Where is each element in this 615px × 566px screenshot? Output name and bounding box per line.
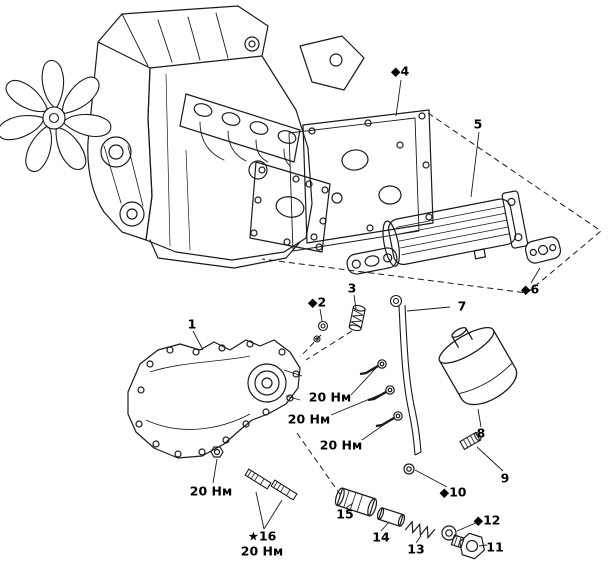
callout-5: 5	[473, 116, 483, 132]
torque-label-nozzle-middle: 20 Нм	[287, 411, 331, 427]
fan-drawing	[0, 59, 114, 176]
explode-plane-dashes	[261, 112, 602, 498]
callout-3: 3	[347, 280, 357, 296]
relief-valve-sleeve-drawing	[334, 487, 378, 517]
oil-cooler-drawing	[346, 190, 529, 275]
dipstick-drawing	[389, 294, 422, 456]
callout-6: ◆6	[520, 281, 540, 297]
callout-11: 11	[486, 539, 504, 555]
callout-10: ◆10	[439, 484, 467, 500]
callout-13: 13	[407, 541, 425, 557]
callout-7: 7	[457, 298, 467, 314]
check-valve-drawing	[348, 304, 366, 332]
callout-1: 1	[187, 316, 197, 332]
washer-part-drawing	[313, 320, 329, 343]
torque-label-cover-nut: 20 Нм	[189, 483, 233, 499]
small-gaskets-drawing	[524, 236, 562, 264]
engine-assembly-drawing	[87, 5, 365, 269]
oil-filter-drawing	[438, 327, 518, 406]
callout-4: ◆4	[390, 63, 410, 79]
torque-label-stud-bolts: 20 Нм	[240, 543, 284, 559]
callout-16: ★16	[247, 528, 277, 544]
callout-14: 14	[372, 529, 390, 545]
callout-9: 9	[500, 470, 510, 486]
relief-valve-plunger-drawing	[376, 507, 406, 527]
o-ring-drawing	[403, 463, 415, 475]
leader-lines	[192, 79, 541, 547]
oil-nozzles-drawing	[359, 359, 403, 428]
union-bolt-drawing	[459, 431, 482, 451]
stud-bolts-drawing	[244, 468, 298, 501]
washer-12-drawing	[441, 525, 457, 541]
callout-2: ◆2	[307, 294, 327, 310]
callout-12: ◆12	[473, 512, 501, 528]
callout-8: 8	[476, 425, 486, 441]
timing-cover-drawing	[127, 339, 303, 459]
relief-valve-spring-drawing	[404, 520, 436, 540]
gasket-part-drawing	[288, 109, 434, 252]
drain-plug-drawing	[450, 532, 486, 560]
torque-label-nozzle-upper: 20 Нм	[308, 389, 352, 405]
torque-label-nozzle-lower: 20 Нм	[319, 437, 363, 453]
callout-15: 15	[336, 506, 354, 522]
